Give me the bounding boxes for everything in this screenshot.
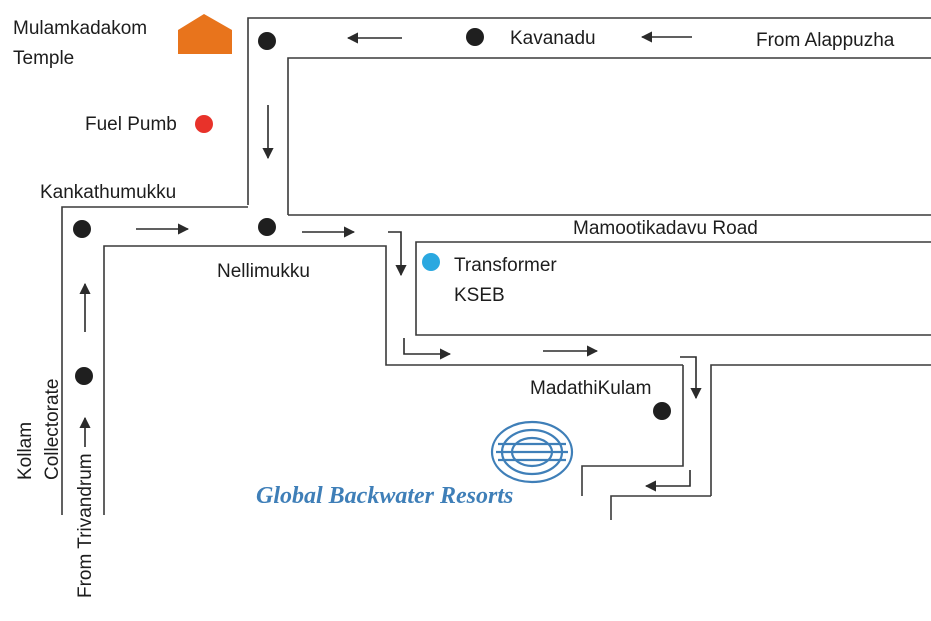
label-kankathumukku: Kankathumukku <box>40 182 176 203</box>
label-collectorate: Collectorate <box>42 379 63 480</box>
road-top-inner-edge <box>287 57 931 215</box>
road-right-outer-edge <box>710 364 931 496</box>
junction-mulamkadakom <box>258 32 276 50</box>
road-left-inner-edge <box>103 245 683 515</box>
label-kseb: KSEB <box>454 285 505 306</box>
junction-kollam-collectorate <box>75 367 93 385</box>
arrow-turn-left-icon <box>644 470 691 492</box>
arrow-turn-down-icon <box>680 356 702 400</box>
label-kavanadu: Kavanadu <box>510 28 596 49</box>
label-transformer: Transformer <box>454 255 557 276</box>
arrow-turn-right-icon <box>403 338 452 360</box>
label-from-alappuzha: From Alappuzha <box>756 30 895 51</box>
direction-arrows <box>79 31 702 492</box>
label-mamootikadavu-road: Mamootikadavu Road <box>573 218 758 239</box>
label-kollam: Kollam <box>15 422 36 480</box>
arrow-turn-down-icon <box>388 231 407 277</box>
road-final-lane-upper <box>581 365 684 496</box>
road-left-outer-edge <box>61 206 248 515</box>
road-top-outer-edge <box>247 17 931 205</box>
junction-madathikulam <box>653 402 671 420</box>
globe-logo-icon <box>490 420 574 484</box>
label-madathikulam: MadathiKulam <box>530 378 651 399</box>
label-nellimukku: Nellimukku <box>217 261 310 282</box>
brand-name: Global Backwater Resorts <box>256 483 513 509</box>
junction-nellimukku <box>258 218 276 236</box>
fuel-pump-marker <box>195 115 213 133</box>
junction-kankathumukku <box>73 220 91 238</box>
label-from-trivandrum: From Trivandrum <box>75 453 96 598</box>
road-network <box>61 17 931 520</box>
road-transformer-block-edge <box>415 241 931 336</box>
label-fuel-pump: Fuel Pumb <box>85 114 177 135</box>
temple-icon <box>178 14 232 54</box>
transformer-marker <box>422 253 440 271</box>
road-final-lane-lower <box>610 495 711 520</box>
label-temple: Temple <box>13 48 74 69</box>
junctions <box>73 28 671 420</box>
junction-kavanadu <box>466 28 484 46</box>
label-mulamkadakom: Mulamkadakom <box>13 18 147 39</box>
